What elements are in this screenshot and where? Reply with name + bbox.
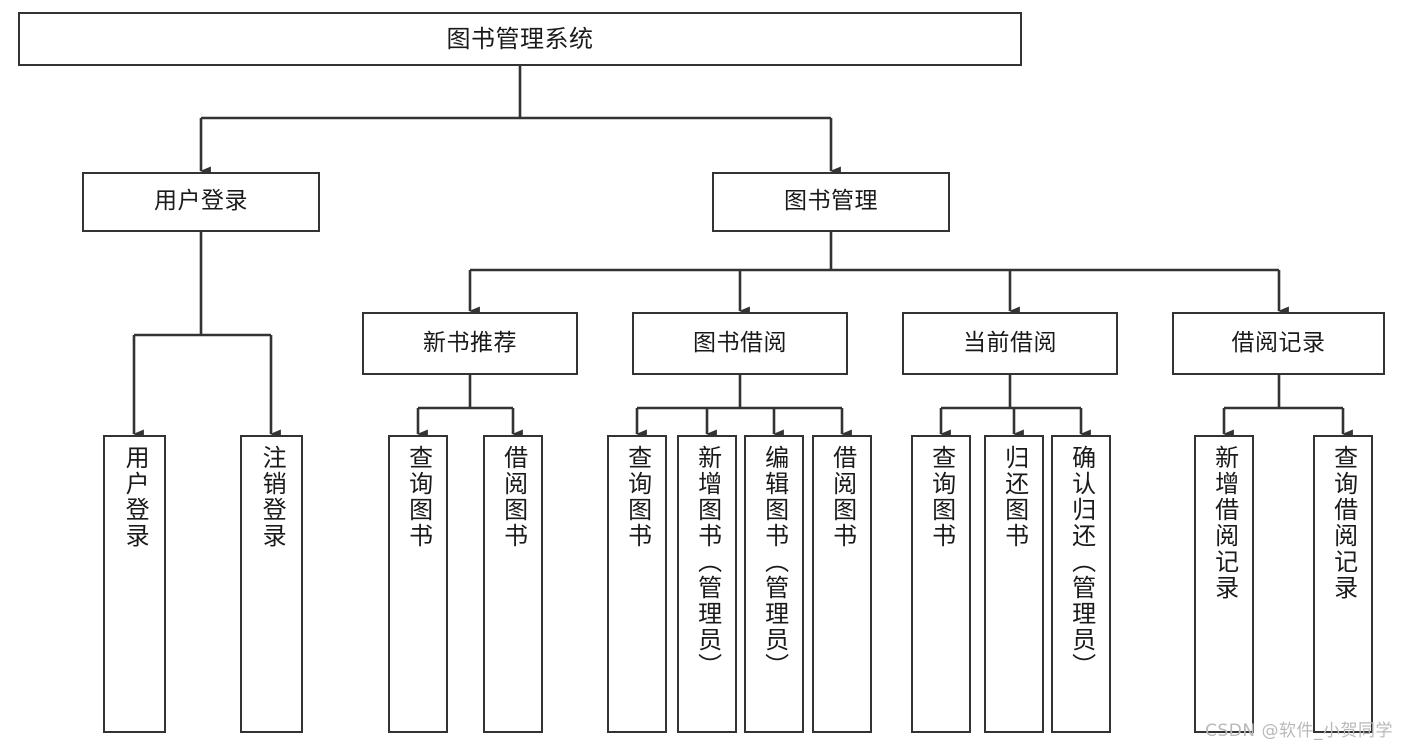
node-root[interactable]: 图书管理系统 — [18, 12, 1022, 66]
node-label-root: 图书管理系统 — [446, 24, 594, 53]
node-label-leaf-rec-add: 新增借阅记录 — [1210, 445, 1239, 601]
node-label-book-manage: 图书管理 — [784, 188, 878, 215]
node-leaf-borrow-add[interactable]: 新增图书（管理员） — [677, 435, 737, 733]
node-label-new-book-rec: 新书推荐 — [423, 329, 517, 356]
node-book-borrow[interactable]: 图书借阅 — [632, 312, 848, 375]
node-label-current-borrow: 当前借阅 — [963, 329, 1057, 356]
node-label-leaf-cur-return: 归还图书 — [1000, 445, 1029, 549]
watermark: CSDN @软件_小贺同学 — [1205, 721, 1393, 741]
node-new-book-rec[interactable]: 新书推荐 — [362, 312, 578, 375]
node-label-leaf-borrow-edit: 编辑图书（管理员） — [760, 445, 789, 679]
node-label-leaf-borrow-lend: 借阅图书 — [828, 445, 857, 549]
node-leaf-user-logout[interactable]: 注销登录 — [240, 435, 303, 733]
node-leaf-borrow-query[interactable]: 查询图书 — [607, 435, 667, 733]
node-leaf-cur-query[interactable]: 查询图书 — [911, 435, 971, 733]
node-leaf-rec-search[interactable]: 查询借阅记录 — [1313, 435, 1373, 733]
node-label-leaf-user-logout: 注销登录 — [258, 445, 287, 549]
node-leaf-user-login[interactable]: 用户登录 — [103, 435, 166, 733]
node-label-leaf-cur-confirm: 确认归还（管理员） — [1067, 445, 1096, 679]
node-label-leaf-cur-query: 查询图书 — [927, 445, 956, 549]
node-label-leaf-borrow-add: 新增图书（管理员） — [693, 445, 722, 679]
node-leaf-borrow-edit[interactable]: 编辑图书（管理员） — [744, 435, 804, 733]
node-label-leaf-rec-search: 查询借阅记录 — [1329, 445, 1358, 601]
node-label-borrow-records: 借阅记录 — [1231, 329, 1326, 356]
node-leaf-cur-return[interactable]: 归还图书 — [984, 435, 1044, 733]
node-leaf-borrow-lend[interactable]: 借阅图书 — [812, 435, 872, 733]
node-book-manage[interactable]: 图书管理 — [712, 172, 950, 232]
node-leaf-rec-query[interactable]: 查询图书 — [388, 435, 448, 733]
node-label-book-borrow: 图书借阅 — [693, 329, 787, 356]
node-leaf-cur-confirm[interactable]: 确认归还（管理员） — [1051, 435, 1111, 733]
node-leaf-rec-add[interactable]: 新增借阅记录 — [1194, 435, 1254, 733]
node-user-login[interactable]: 用户登录 — [82, 172, 320, 232]
node-label-user-login: 用户登录 — [154, 188, 248, 215]
node-label-leaf-rec-query: 查询图书 — [404, 445, 433, 549]
node-current-borrow[interactable]: 当前借阅 — [902, 312, 1118, 375]
node-borrow-records[interactable]: 借阅记录 — [1172, 312, 1385, 375]
node-leaf-rec-borrow[interactable]: 借阅图书 — [483, 435, 543, 733]
node-label-leaf-user-login: 用户登录 — [121, 445, 150, 549]
node-label-leaf-borrow-query: 查询图书 — [623, 445, 652, 549]
node-label-leaf-rec-borrow: 借阅图书 — [499, 445, 528, 549]
